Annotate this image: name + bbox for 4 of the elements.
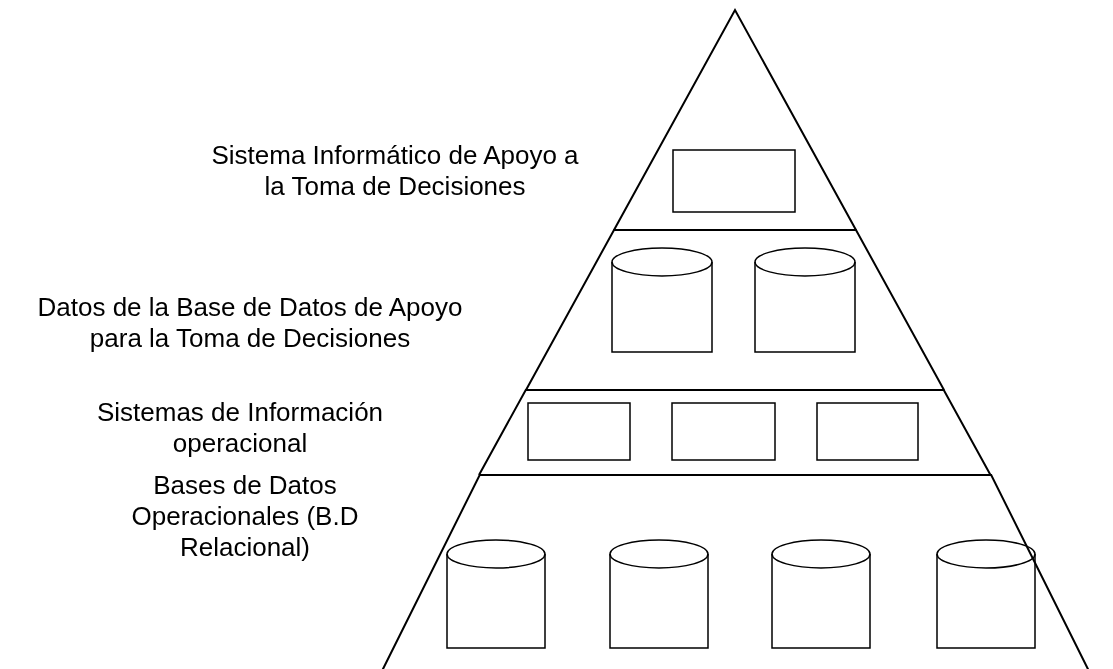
level-label: Sistema Informático de Apoyo a la Toma de Decisiones (210, 140, 580, 202)
level-label: Datos de la Base de Datos de Apoyo para la Toma de Decisiones (36, 292, 464, 354)
level-label: Bases de Datos Operacionales (B.D Relacional) (130, 470, 360, 563)
level-label: Sistemas de Información operacional (95, 397, 385, 459)
